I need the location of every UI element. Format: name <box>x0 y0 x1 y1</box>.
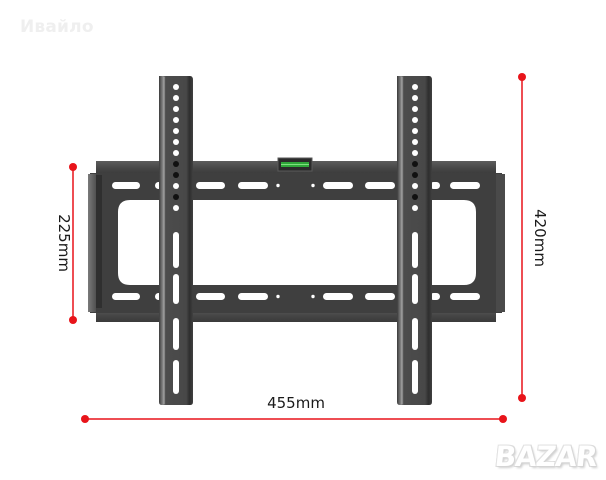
dimension-line-inner-height <box>69 163 77 324</box>
watermark-seller-name: Ивайло <box>20 17 94 37</box>
dimension-line-height <box>518 73 526 402</box>
left-vertical-arm <box>159 76 193 405</box>
width-label: 455mm <box>267 394 325 412</box>
right-vertical-arm <box>397 76 432 405</box>
wall-plate <box>88 157 505 322</box>
inner-height-label: 225mm <box>55 214 73 272</box>
height-label: 420mm <box>531 209 549 267</box>
watermark-bazar-logo: BAZAR <box>493 440 599 473</box>
dimension-line-width <box>81 415 507 423</box>
bubble-level-icon <box>277 157 313 172</box>
